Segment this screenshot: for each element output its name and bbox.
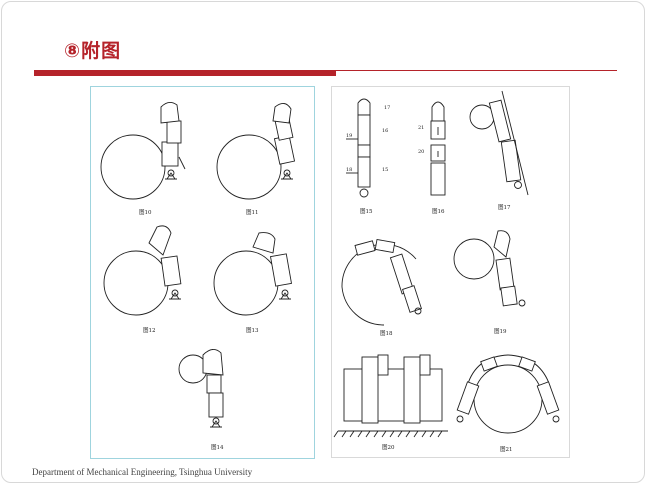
label-16: 16 xyxy=(382,128,388,134)
caption-fig-15: 图15 xyxy=(360,207,373,215)
label-20: 20 xyxy=(418,149,424,155)
caption-fig-19: 图19 xyxy=(494,327,507,335)
figure-14 xyxy=(178,349,224,428)
figure-19 xyxy=(453,230,526,307)
figure-drawings-right: 17 19 16 18 15 图15 21 20 图16 xyxy=(333,90,560,453)
label-19: 19 xyxy=(346,133,352,139)
caption-fig-16: 图16 xyxy=(432,207,445,215)
slide-title: ⑧附图 xyxy=(64,40,122,62)
label-17: 17 xyxy=(384,105,390,111)
caption-fig-20: 图20 xyxy=(382,443,395,451)
figure-20 xyxy=(333,354,448,438)
label-15: 15 xyxy=(382,167,388,173)
caption-fig-17: 图17 xyxy=(498,203,511,211)
caption-fig-14: 图14 xyxy=(211,443,224,451)
figure-18 xyxy=(341,238,422,326)
figure-panel-right: 17 19 16 18 15 图15 21 20 图16 xyxy=(331,86,570,458)
caption-fig-21: 图21 xyxy=(500,445,513,453)
figure-21 xyxy=(456,354,560,434)
label-18: 18 xyxy=(346,167,352,173)
title-rule-accent xyxy=(34,71,336,76)
caption-fig-11: 图11 xyxy=(246,208,259,216)
figure-13 xyxy=(213,232,293,316)
caption-fig-12: 图12 xyxy=(143,326,156,334)
figure-15 xyxy=(346,98,371,198)
slide-footer: Department of Mechanical Engineering, Ts… xyxy=(32,467,253,477)
label-21: 21 xyxy=(418,125,424,131)
figure-11 xyxy=(216,103,296,200)
figure-drawings-left: 图10 图11 图12 xyxy=(100,102,296,451)
title-rule xyxy=(34,70,617,71)
caption-fig-18: 图18 xyxy=(380,329,393,337)
figure-17 xyxy=(469,90,529,196)
figure-12 xyxy=(103,225,182,316)
caption-fig-13: 图13 xyxy=(246,326,259,334)
figure-panel-left: 图10 图11 图12 xyxy=(90,86,315,459)
figure-16 xyxy=(430,101,446,196)
figure-10 xyxy=(100,102,186,200)
caption-fig-10: 图10 xyxy=(139,208,152,216)
